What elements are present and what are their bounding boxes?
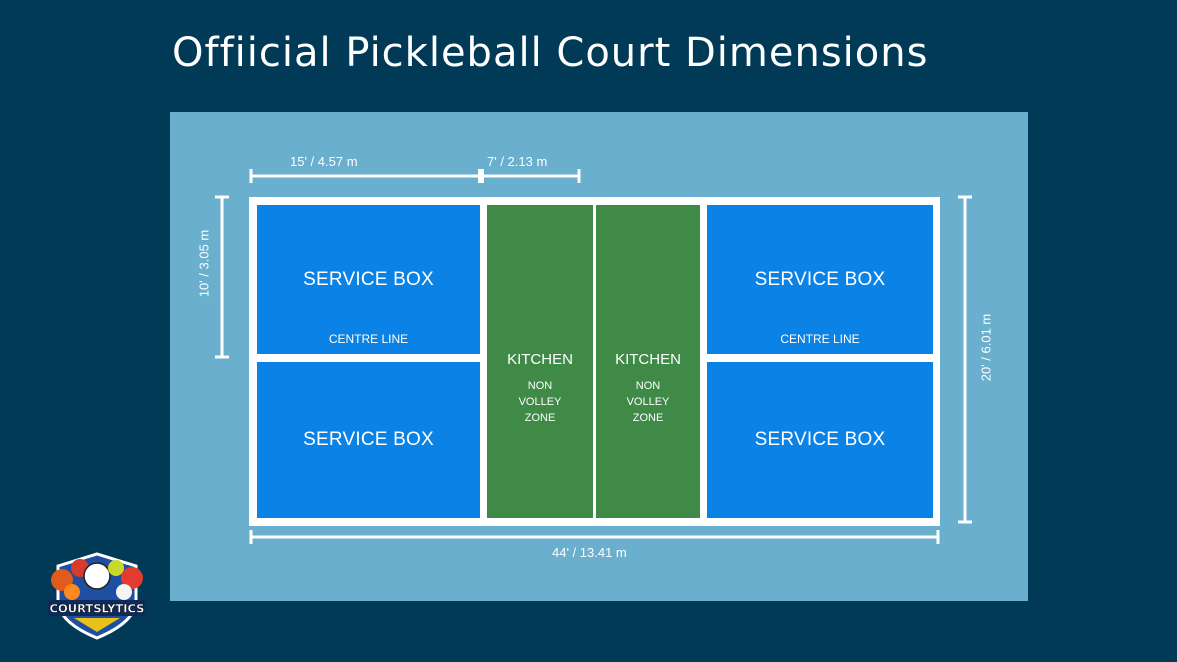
service-box-label: SERVICE BOX [754,268,886,290]
page-title: Offiicial Pickleball Court Dimensions [172,30,929,76]
bottom-dimension-label: 44' / 13.41 m [552,545,627,560]
service-box-bottom-left: SERVICE BOX [257,362,480,518]
volleyball-icon [116,584,132,600]
kitchen-sub-line: ZONE [632,412,664,424]
kitchen-label: KITCHEN [507,351,573,368]
kitchen-sub-line: NON [527,380,553,392]
centre-line-label: CENTRE LINE [328,332,409,346]
service-box-label: SERVICE BOX [303,268,434,290]
service-box-label: SERVICE BOX [303,429,434,450]
kitchen-label: KITCHEN [615,351,681,368]
soccer-ball-icon [83,562,111,590]
kitchen-left: KITCHEN NON VOLLEY ZONE [487,205,593,518]
service-box-top-left: SERVICE BOX CENTRE LINE [257,205,480,354]
kitchen-sub-line: ZONE [524,412,556,424]
top-kitchen-dimension-label: 7' / 2.13 m [487,154,548,169]
ball-icon [64,584,80,600]
service-box-top-right: SERVICE BOX CENTRE LINE [707,205,933,354]
kitchen-sub-line: NON [635,380,661,392]
logo-text: COURTSLYTICS [50,602,145,616]
kitchen-right: KITCHEN NON VOLLEY ZONE [596,205,700,518]
tennis-ball-icon [108,560,124,576]
ball-icon [121,567,143,589]
kitchen-sub-line: VOLLEY [626,396,670,408]
courtslytics-logo: COURTSLYTICS [48,552,146,640]
service-box-label: SERVICE BOX [754,429,886,450]
kitchen-net-dashed-line [593,205,595,517]
top-left-dimension-label: 15' / 4.57 m [290,154,358,169]
service-box-bottom-right: SERVICE BOX [707,362,933,518]
centre-line-label: CENTRE LINE [780,332,860,346]
kitchen-sub-line: VOLLEY [518,396,562,408]
